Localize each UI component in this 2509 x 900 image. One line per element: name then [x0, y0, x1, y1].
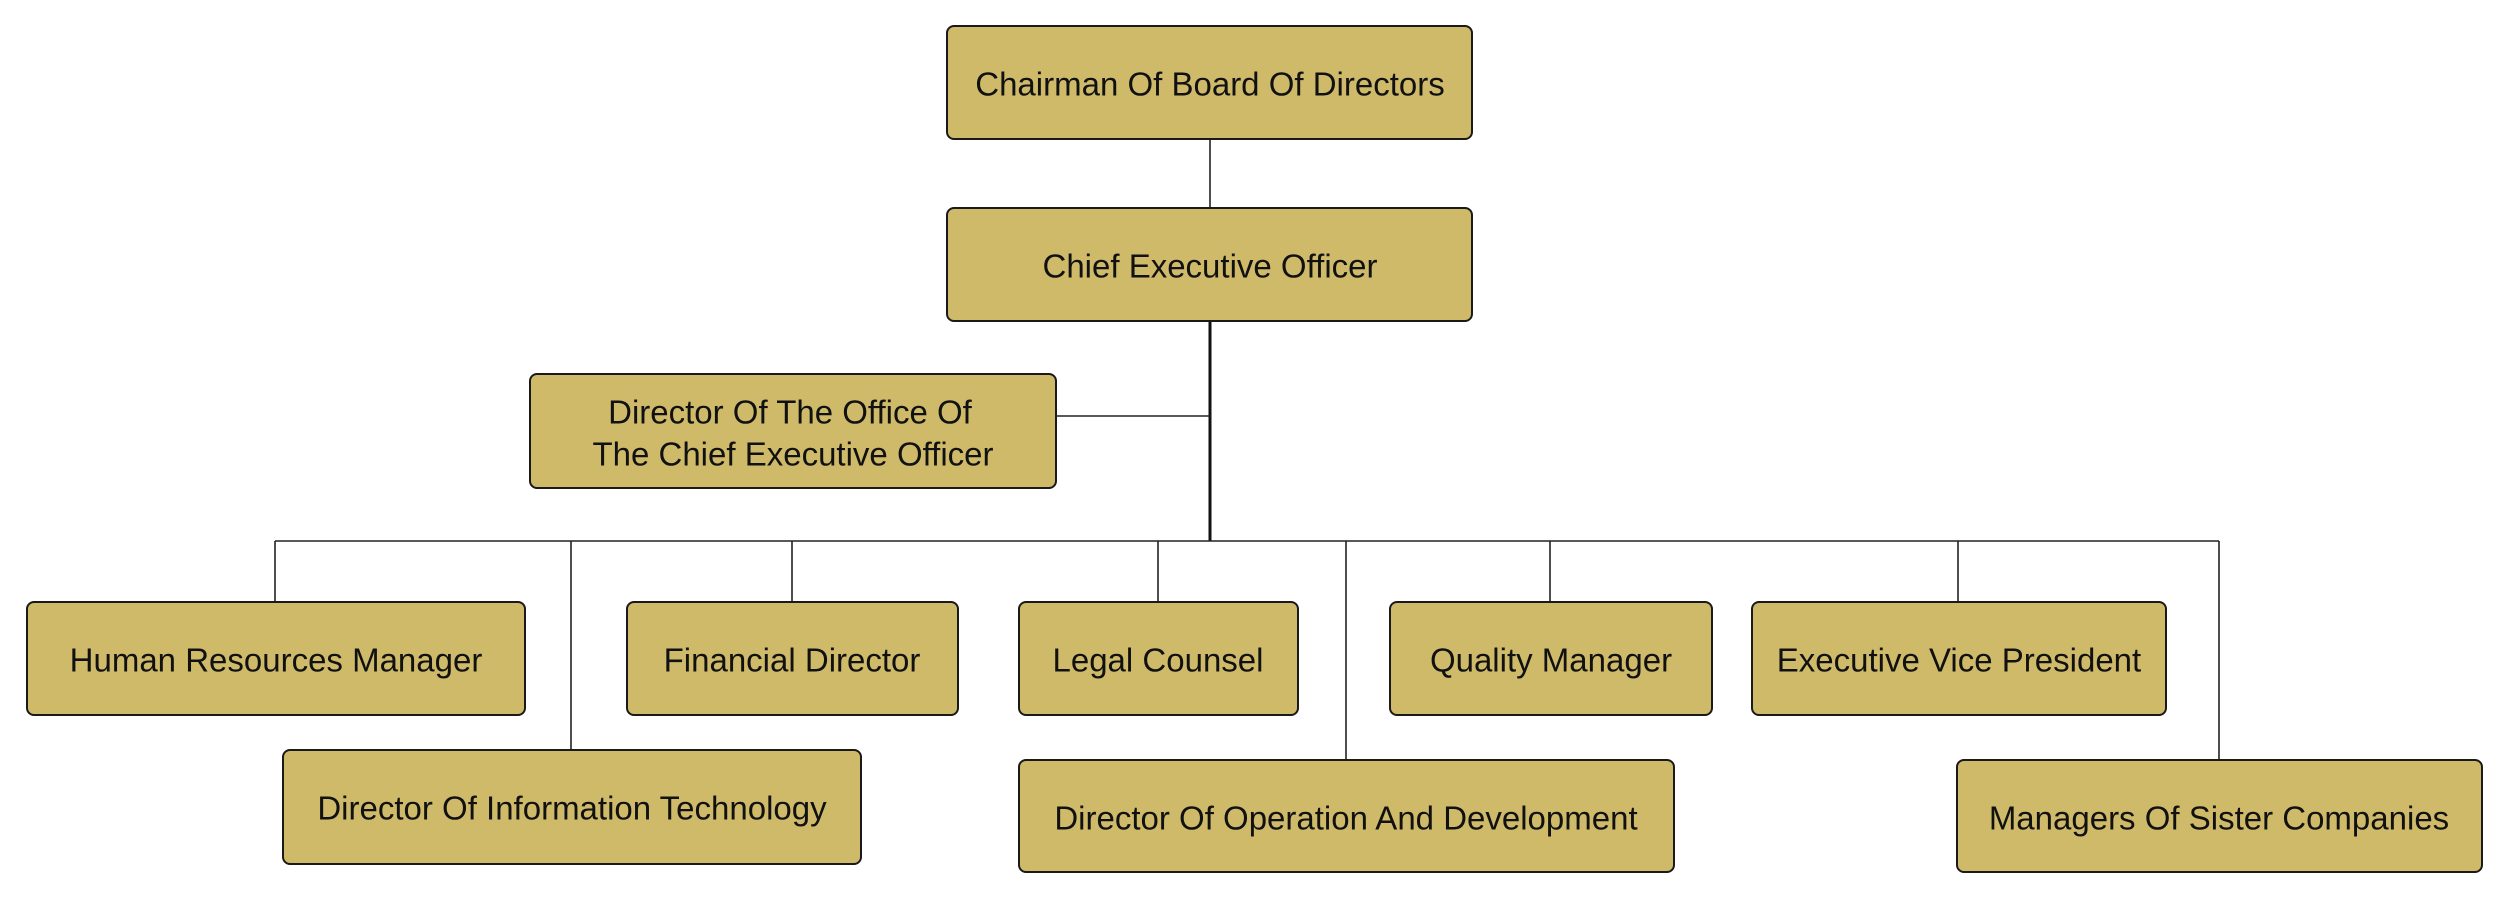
connectors — [274, 139, 2220, 760]
node-hr[interactable]: Human Resources Manager — [26, 601, 526, 716]
node-label: Quality Manager — [1430, 642, 1672, 679]
node-label-line2: The Chief Executive Officer — [592, 436, 993, 473]
node-finance[interactable]: Financial Director — [626, 601, 959, 716]
node-evp[interactable]: Executive Vice President — [1751, 601, 2167, 716]
node-label: Financial Director — [664, 642, 921, 679]
node-quality[interactable]: Quality Manager — [1389, 601, 1713, 716]
node-label: Legal Counsel — [1053, 642, 1264, 679]
node-label: Executive Vice President — [1777, 642, 2141, 679]
node-label: Chairman Of Board Of Directors — [975, 66, 1444, 103]
node-operations[interactable]: Director Of Operation And Development — [1018, 759, 1675, 873]
node-chairman[interactable]: Chairman Of Board Of Directors — [946, 25, 1473, 140]
node-sister[interactable]: Managers Of Sister Companies — [1956, 759, 2483, 873]
node-label: Chief Executive Officer — [1042, 248, 1377, 285]
node-label: Director Of Operation And Development — [1054, 800, 1637, 837]
node-label: Managers Of Sister Companies — [1989, 800, 2449, 837]
node-office-director[interactable]: Director Of The Office Of The Chief Exec… — [529, 373, 1057, 489]
node-label: Human Resources Manager — [70, 642, 483, 679]
node-ceo[interactable]: Chief Executive Officer — [946, 207, 1473, 322]
node-label: Director Of Information Technology — [317, 790, 827, 827]
node-label-line1: Director Of The Office Of — [608, 394, 973, 431]
node-legal[interactable]: Legal Counsel — [1018, 601, 1299, 716]
node-it[interactable]: Director Of Information Technology — [282, 749, 862, 865]
